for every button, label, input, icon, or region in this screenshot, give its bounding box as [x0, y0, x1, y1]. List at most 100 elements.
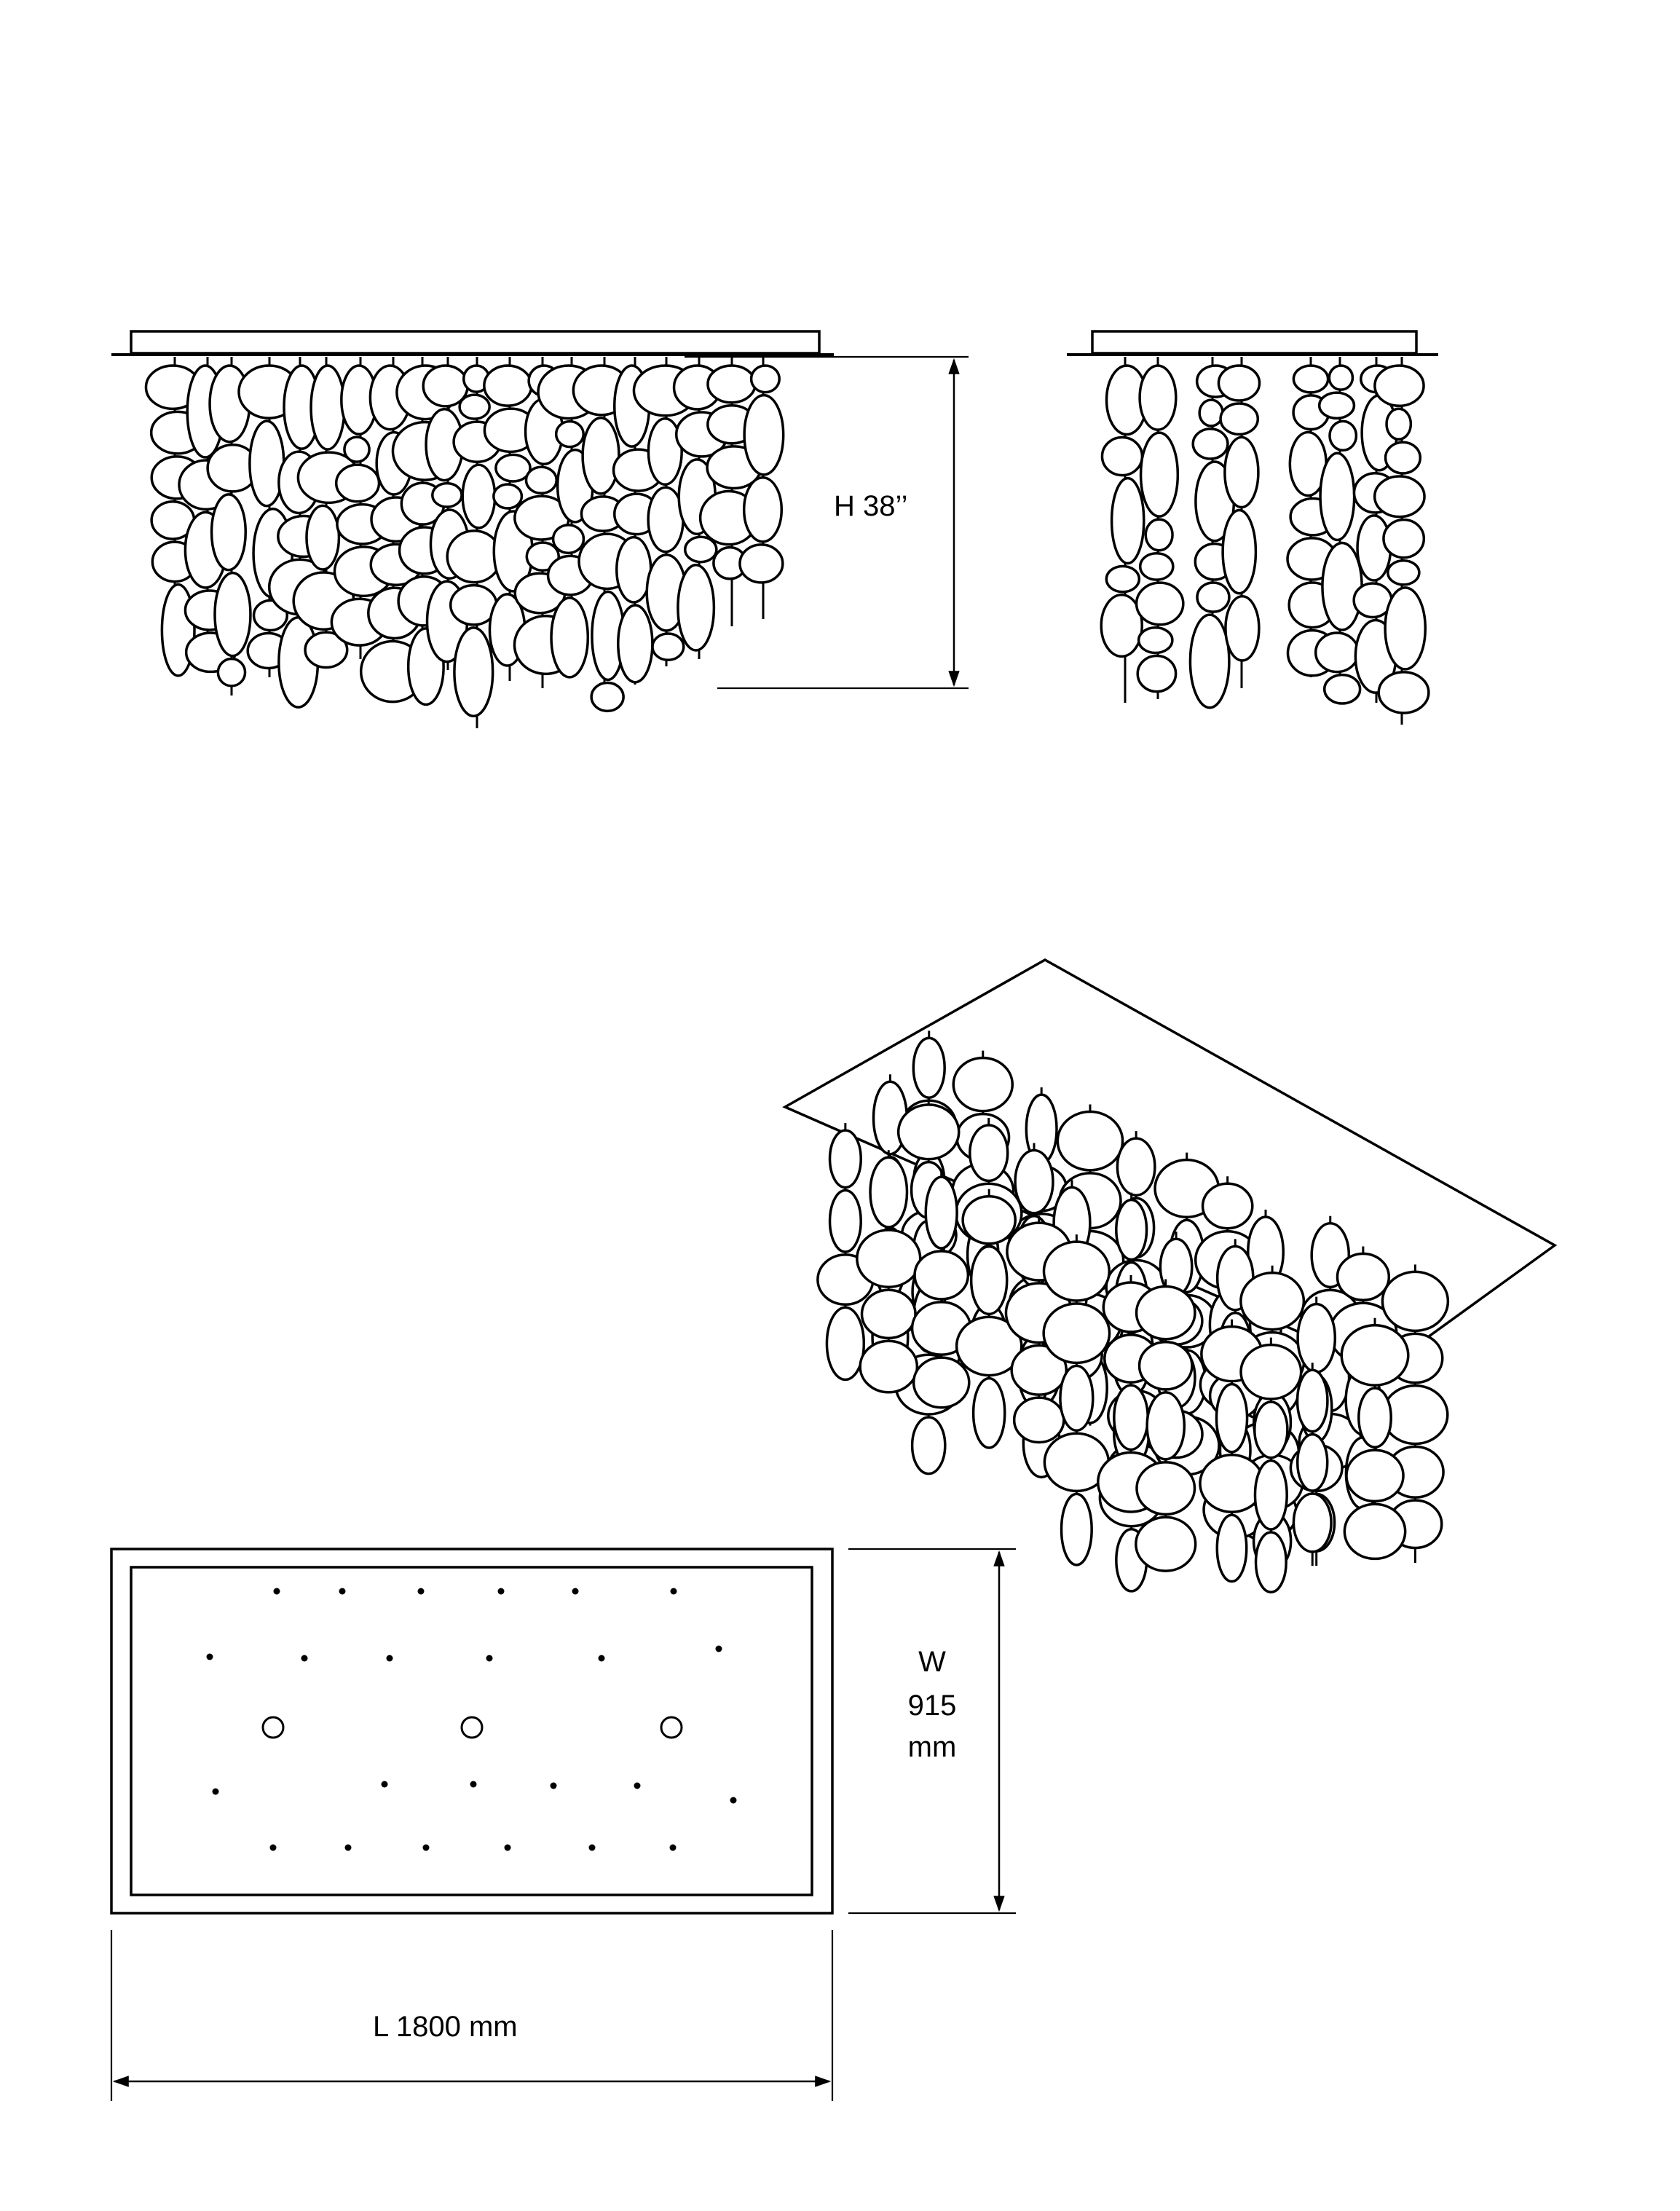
glass-pendant [1385, 407, 1413, 441]
mounting-point [339, 1588, 346, 1595]
iso-pendant-cluster [816, 1030, 1450, 1593]
glass-pendant [1135, 1461, 1196, 1516]
glass-pendant [1292, 1492, 1333, 1553]
glass-pendant [859, 1339, 919, 1394]
glass-pendant [961, 1195, 1017, 1245]
glass-pendant [912, 1356, 971, 1409]
glass-pendant [969, 1245, 1009, 1316]
plan-outer-frame [110, 1548, 834, 1915]
mounting-point [730, 1797, 737, 1804]
glass-pendant [551, 524, 585, 555]
front-elevation-view [111, 330, 834, 728]
glass-pendant [550, 596, 590, 679]
glass-pendant [1137, 626, 1174, 655]
glass-pendant [1215, 1513, 1248, 1583]
glass-pendant [828, 1189, 862, 1253]
mounting-point [715, 1645, 722, 1652]
mounting-point [212, 1788, 219, 1795]
glass-pendant [1138, 551, 1175, 581]
glass-pendant [952, 1056, 1014, 1113]
glass-pendant [1196, 581, 1231, 613]
glass-pendant [1373, 364, 1425, 408]
glass-pendant [1042, 1302, 1111, 1365]
glass-pendant [1014, 1148, 1054, 1215]
glass-pendant [1377, 671, 1430, 714]
glass-pendant [1215, 1382, 1249, 1454]
width-dimension: W 915 mm [848, 1548, 1016, 1915]
glass-pendant [1254, 1531, 1287, 1593]
mounting-point [598, 1655, 605, 1662]
mounting-point [634, 1782, 641, 1789]
glass-pendant [617, 604, 654, 684]
glass-pendant [1328, 364, 1354, 391]
glass-pendant [1381, 1270, 1450, 1333]
glass-pendant [1042, 1240, 1111, 1302]
mounting-point [344, 1844, 352, 1851]
mounting-point [486, 1655, 493, 1662]
glass-pendant [1056, 1110, 1124, 1172]
glass-pendant [1105, 564, 1141, 594]
mounting-point [504, 1844, 511, 1851]
glass-pendant [1188, 613, 1231, 709]
glass-pendant [309, 364, 346, 451]
glass-pendant [1343, 1502, 1407, 1561]
glass-pendant [1384, 441, 1422, 475]
mounting-point [470, 1781, 477, 1788]
glass-pendant [581, 417, 620, 495]
glass-pendant [1314, 631, 1360, 674]
glass-pendant [304, 631, 349, 669]
glass-pendant [1110, 476, 1145, 565]
side-canopy [1091, 330, 1418, 355]
glass-pendant [210, 493, 247, 572]
glass-pendant [431, 481, 463, 508]
glass-pendant [1239, 1272, 1306, 1331]
width-label-value: 915 [908, 1690, 957, 1722]
glass-pendant [1296, 1368, 1329, 1433]
glass-pendant [1145, 1391, 1186, 1461]
glass-pendant [1199, 1454, 1265, 1513]
glass-pendant [1135, 581, 1185, 626]
power-feed-hole [261, 1716, 285, 1739]
glass-pendant [1387, 559, 1421, 586]
glass-pendant [334, 463, 381, 503]
glass-pendant [1336, 1252, 1391, 1302]
glass-pendant [1223, 436, 1260, 509]
glass-pendant [1224, 595, 1261, 662]
glass-pendant [1292, 364, 1330, 394]
mounting-point [550, 1782, 557, 1789]
glass-pendant [1113, 1384, 1149, 1451]
mounting-point [269, 1844, 277, 1851]
glass-pendant [677, 563, 716, 652]
glass-pendant [828, 1129, 862, 1189]
glass-pendant [1138, 364, 1178, 431]
front-pendant-cluster [144, 357, 785, 728]
glass-pendant [1137, 1341, 1194, 1391]
front-canopy [130, 330, 821, 355]
glass-pendant [483, 364, 533, 407]
glass-pendant [1191, 427, 1229, 460]
glass-pendant [1135, 1516, 1197, 1572]
glass-pendant [1115, 1198, 1148, 1261]
power-feed-hole [460, 1716, 484, 1739]
glass-pendant [706, 364, 757, 404]
glass-pendant [590, 681, 625, 713]
glass-pendant [458, 393, 491, 420]
glass-pendant [1340, 1324, 1410, 1387]
glass-pendant [213, 571, 252, 658]
glass-pendant [1136, 654, 1178, 693]
glass-pendant [1296, 1302, 1337, 1374]
glass-pendant [860, 1288, 917, 1340]
glass-pendant [1239, 1343, 1303, 1400]
glass-pendant [1010, 1344, 1068, 1396]
side-pendant-cluster [1100, 357, 1430, 725]
glass-pendant [1139, 431, 1180, 518]
glass-pendant [492, 483, 524, 510]
glass-pendant [749, 364, 781, 394]
mounting-point [670, 1588, 677, 1595]
glass-pendant [1135, 1285, 1196, 1341]
width-label-w: W [918, 1646, 946, 1678]
glass-pendant [742, 476, 784, 543]
glass-pendant [1253, 1459, 1288, 1531]
glass-pendant [912, 1036, 946, 1099]
